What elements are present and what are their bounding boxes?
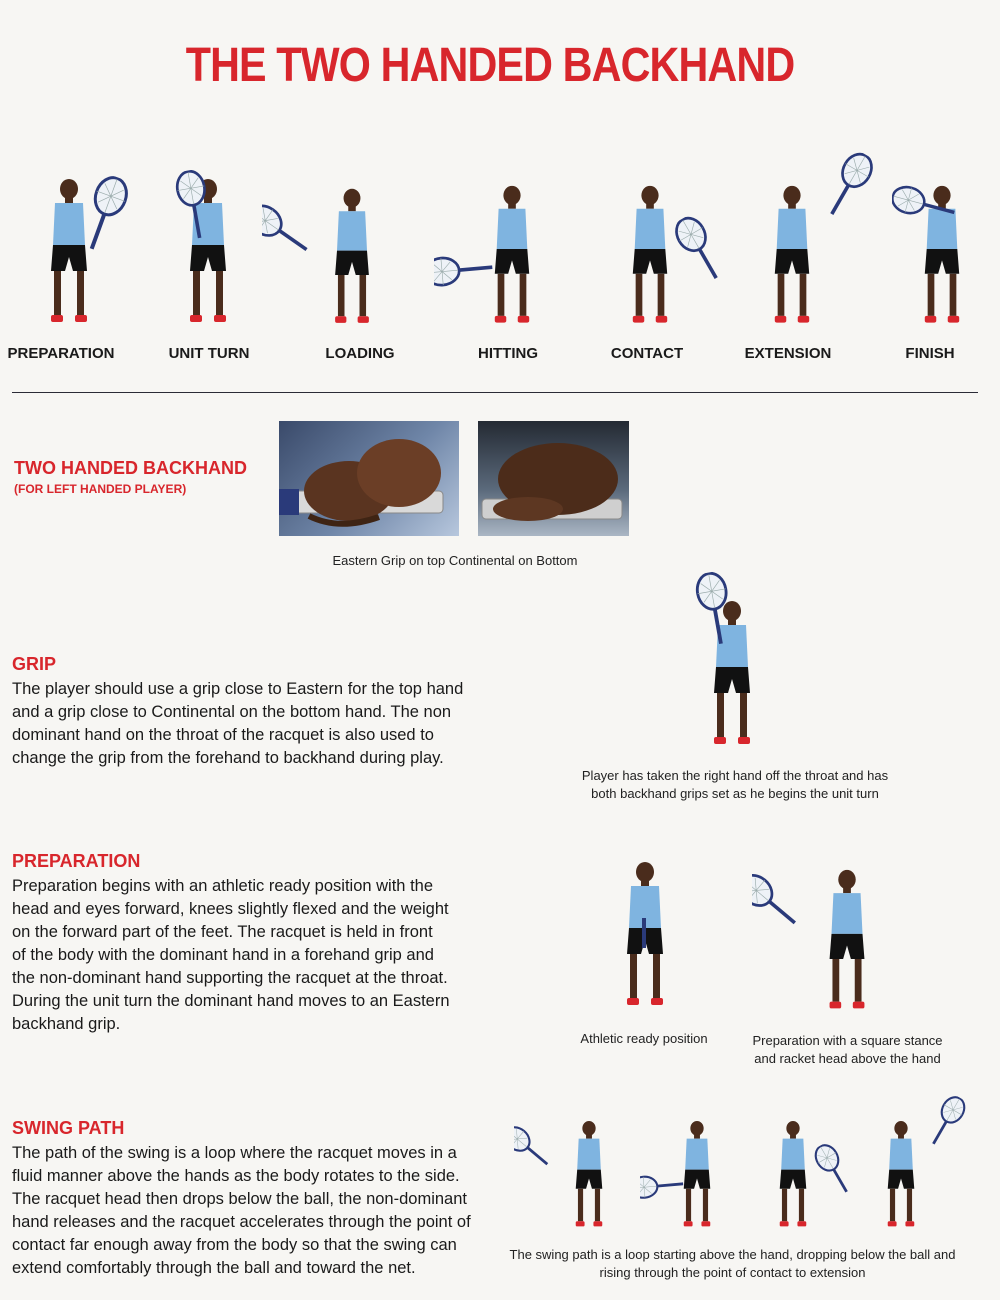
stage-label-preparation: PREPARATION — [7, 345, 115, 362]
ready-position-caption: Athletic ready position — [580, 1031, 708, 1046]
preparation-line: head and eyes forward, knees slightly fl… — [12, 900, 449, 918]
swing-path-line: The racquet head then drops below the ba… — [12, 1190, 467, 1208]
stage-figure-unit-turn — [173, 170, 226, 322]
preparation-line: backhand grip. — [12, 1015, 121, 1033]
swing-path-body: The path of the swing is a loop where th… — [12, 1142, 492, 1280]
grip-figure-caption: Player has taken the right hand off the … — [560, 767, 910, 803]
swing-figure-contact — [779, 1120, 857, 1227]
stage-figure-finish — [892, 182, 960, 323]
square-stance-figure — [752, 867, 865, 1009]
stage-label-contact: CONTACT — [610, 345, 684, 362]
swing-figure-drop — [640, 1120, 711, 1227]
swing-path-line: contact far enough away from the body so… — [12, 1236, 457, 1254]
stage-label-loading: LOADING — [325, 345, 395, 362]
preparation-line: Preparation begins with an athletic read… — [12, 877, 433, 895]
swing-path-line: fluid manner above the hands as the body… — [12, 1167, 460, 1185]
grip-photo-top-view — [279, 421, 459, 536]
grip-line: change the grip from the forehand to bac… — [12, 749, 444, 767]
preparation-line: During the unit turn the dominant hand m… — [12, 992, 450, 1010]
swing-figure-extension — [887, 1094, 970, 1227]
stage-figure-preparation — [51, 175, 133, 322]
caption-line: Player has taken the right hand off the … — [581, 768, 889, 783]
swing-path-line: The path of the swing is a loop where th… — [12, 1144, 457, 1162]
stage-figure-loading — [262, 188, 369, 323]
square-stance-caption: Preparation with a square stance and rac… — [740, 1032, 955, 1068]
swing-path-line: hand releases and the racquet accelerate… — [12, 1213, 471, 1231]
swing-path-heading: SWING PATH — [12, 1118, 125, 1138]
caption-line: and racket head above the hand — [754, 1051, 941, 1066]
swing-path-caption: The swing path is a loop starting above … — [505, 1246, 960, 1282]
stage-label-extension: EXTENSION — [744, 345, 832, 362]
stage-figure-hitting — [434, 185, 530, 323]
stage-label-hitting: HITTING — [478, 345, 538, 362]
swing-path-line: extend comfortably through the ball and … — [12, 1259, 416, 1277]
grip-photo-side-view — [478, 421, 629, 536]
preparation-heading: PREPARATION — [12, 851, 141, 871]
grip-photo-caption: Eastern Grip on top Continental on Botto… — [332, 553, 578, 568]
preparation-line: the non-dominant hand supporting the rac… — [12, 969, 448, 987]
stage-label-unit-turn: UNIT TURN — [168, 345, 250, 362]
grip-line: dominant hand on the throat of the racqu… — [12, 726, 434, 744]
preparation-body: Preparation begins with an athletic read… — [12, 875, 482, 1036]
grip-unit-turn-figure — [693, 572, 750, 744]
grip-section-subheading: (FOR LEFT HANDED PLAYER) — [14, 482, 187, 496]
page-title: THE TWO HANDED BACKHAND — [185, 39, 795, 92]
caption-line: The swing path is a loop starting above … — [509, 1247, 956, 1262]
grip-line: The player should use a grip close to Ea… — [12, 680, 464, 698]
stage-figure-contact — [632, 185, 730, 323]
preparation-line: of the body with the dominant hand in a … — [12, 946, 434, 964]
grip-body: The player should use a grip close to Ea… — [12, 678, 482, 770]
swing-figure-loop — [514, 1120, 603, 1227]
caption-line: both backhand grips set as he begins the… — [591, 786, 879, 801]
grip-line: and a grip close to Continental on the b… — [12, 703, 452, 721]
ready-position-figure — [627, 862, 663, 1005]
grip-heading: GRIP — [12, 654, 57, 674]
stage-label-finish: FINISH — [905, 345, 955, 362]
stage-figure-extension — [774, 150, 879, 323]
caption-line: rising through the point of contact to e… — [599, 1265, 866, 1280]
caption-line: Preparation with a square stance — [752, 1033, 943, 1048]
preparation-line: on the forward part of the feet. The rac… — [12, 923, 433, 941]
grip-section-heading: TWO HANDED BACKHAND — [14, 458, 247, 478]
section-divider — [12, 392, 978, 393]
